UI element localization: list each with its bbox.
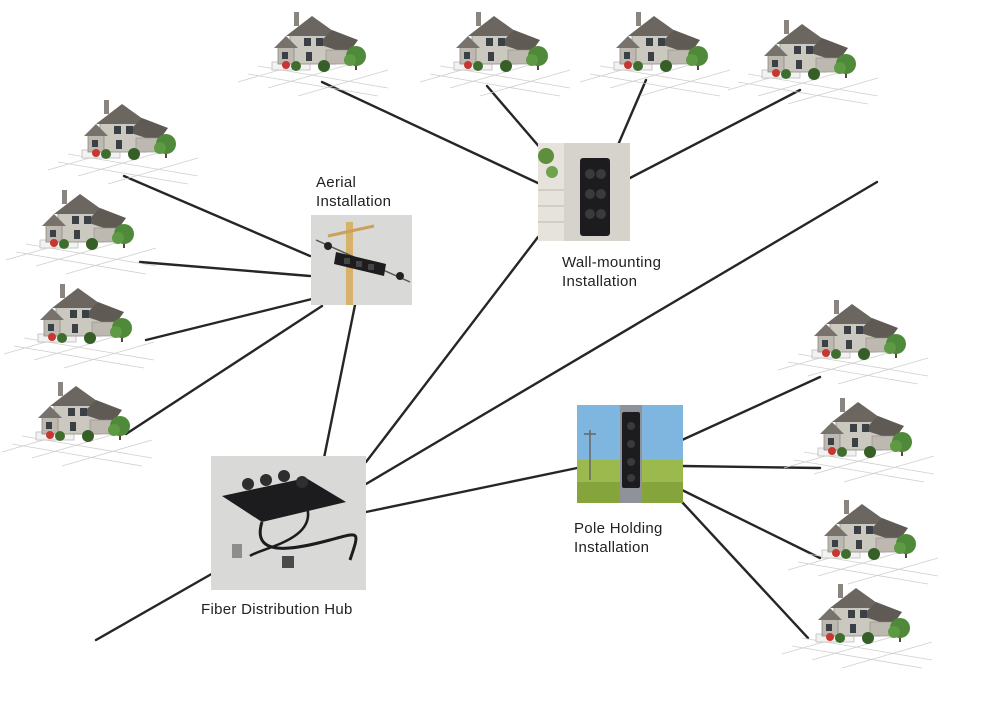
- wall-label-line2: Installation: [562, 273, 638, 290]
- house-icon: [787, 499, 939, 585]
- hub-label-text: Fiber Distribution Hub: [201, 601, 353, 618]
- aerial-label-line2: Installation: [316, 193, 392, 210]
- house-icon: [781, 583, 933, 669]
- house-icon: [5, 189, 157, 275]
- house-icon: [727, 19, 879, 105]
- house-icon: [777, 299, 929, 385]
- pole-installation-image: [577, 405, 683, 503]
- house-icon: [419, 11, 571, 97]
- wall-installation-image: [538, 143, 630, 241]
- wall-label-line1: Wall-mounting: [562, 254, 662, 271]
- pole-label-line1: Pole Holding: [574, 520, 663, 537]
- house-icon: [3, 283, 155, 369]
- fiber-hub-image: [211, 456, 366, 590]
- wall-installation-label: Wall-mounting Installation: [562, 253, 661, 291]
- aerial-installation-label: Aerial Installation: [316, 173, 391, 211]
- house-icon: [579, 11, 731, 97]
- fiber-hub-label: Fiber Distribution Hub: [201, 600, 353, 619]
- pole-installation-label: Pole Holding Installation: [574, 519, 663, 557]
- house-icon: [237, 11, 389, 97]
- house-icon: [47, 99, 199, 185]
- aerial-label-line1: Aerial: [316, 174, 357, 191]
- house-icon: [1, 381, 153, 467]
- house-icon: [783, 397, 935, 483]
- pole-label-line2: Installation: [574, 539, 650, 556]
- aerial-installation-image: [311, 215, 412, 305]
